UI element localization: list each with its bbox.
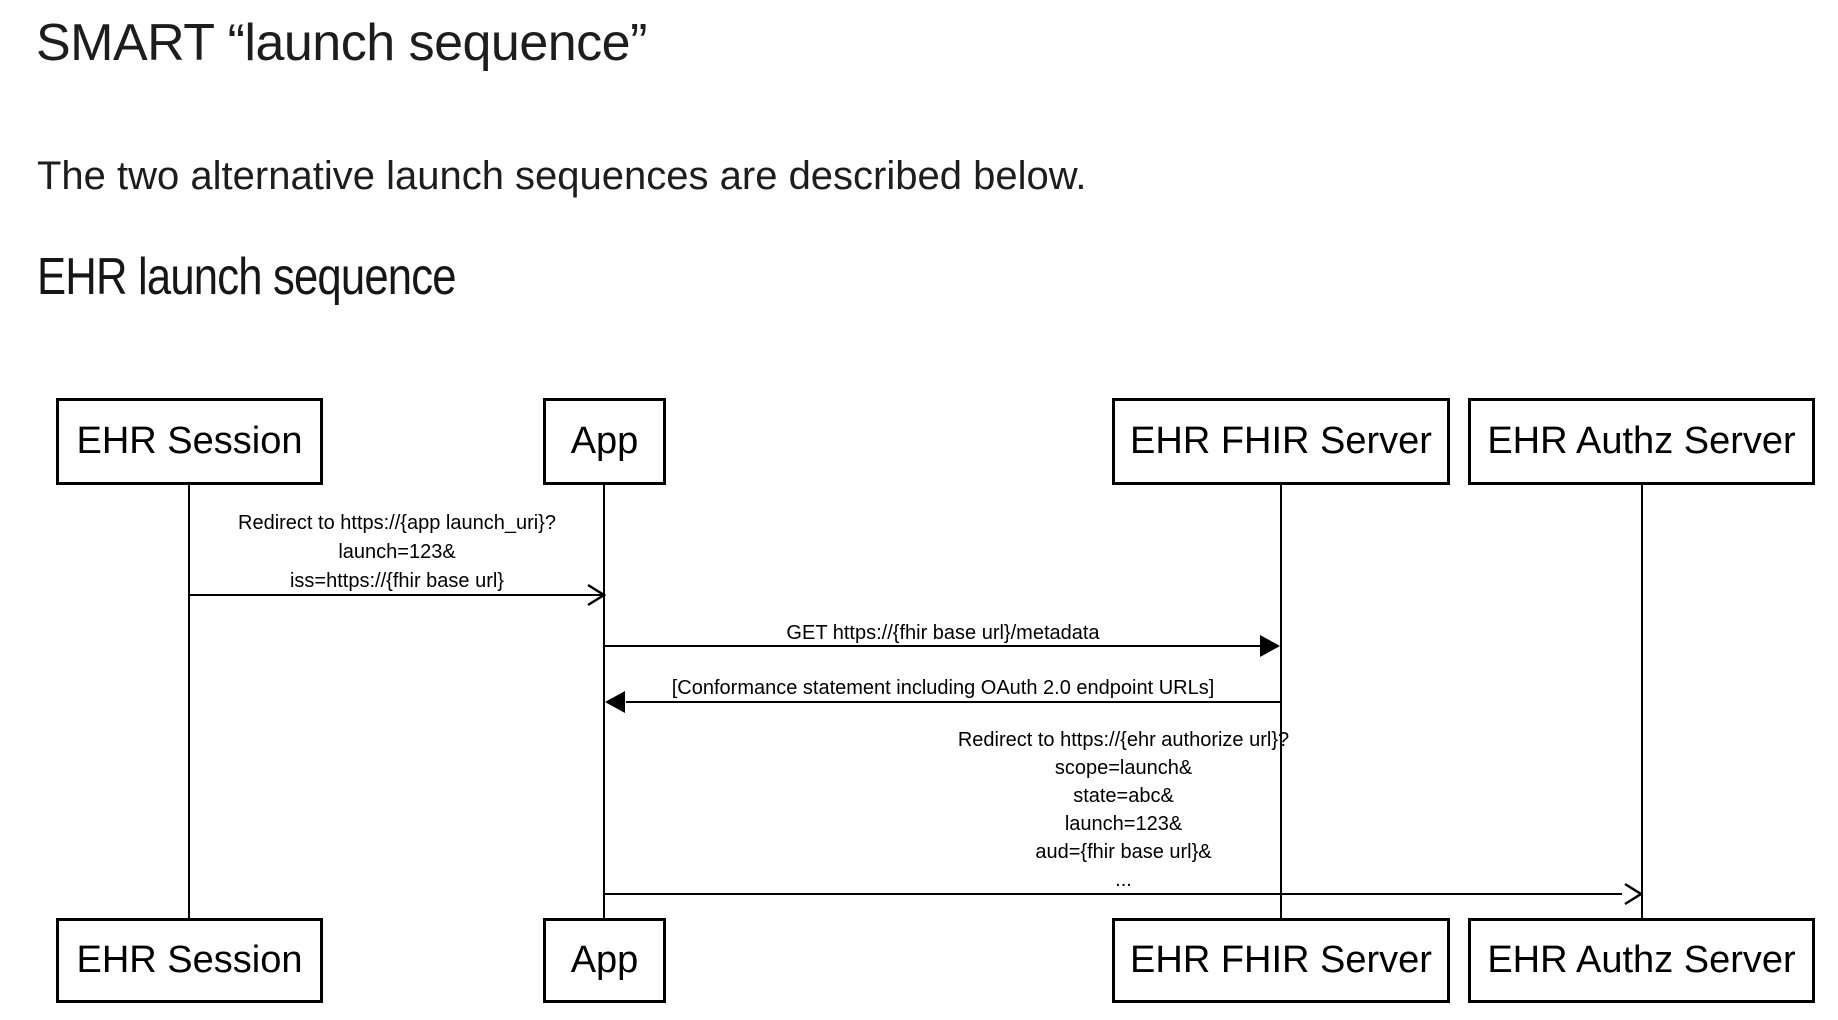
actor-box-ehr-fhir-server-top: EHR FHIR Server: [1112, 398, 1450, 485]
actor-box-ehr-session-bottom: EHR Session: [56, 918, 323, 1003]
actor-label: EHR FHIR Server: [1130, 420, 1432, 462]
actor-label: EHR FHIR Server: [1130, 939, 1432, 981]
message-4-line-6: ...: [1115, 869, 1132, 891]
actor-label: EHR Session: [76, 939, 303, 981]
section-heading-text: EHR launch sequence: [37, 248, 457, 306]
message-4-line-3: state=abc&: [1073, 785, 1174, 807]
message-2-line-1: GET https://{fhir base url}/metadata: [786, 622, 1100, 644]
message-4-arrow-line: [604, 893, 1622, 895]
message-4-line-5: aud={fhir base url}&: [1035, 841, 1212, 863]
actor-label: App: [570, 420, 639, 462]
lifeline-ehr-authz-server: [1641, 485, 1643, 918]
actor-label: EHR Authz Server: [1487, 420, 1796, 462]
message-1-arrow-line: [189, 594, 605, 596]
lifeline-ehr-session: [188, 485, 190, 918]
message-3-label: [Conformance statement including OAuth 2…: [605, 677, 1281, 699]
actor-box-app-top: App: [543, 398, 666, 485]
message-1-line-2: launch=123&: [338, 541, 456, 563]
message-1-label: Redirect to https://{app launch_uri}? la…: [190, 509, 604, 596]
message-4-line-2: scope=launch&: [1054, 757, 1193, 779]
arrowhead-open-right-icon: [1624, 882, 1644, 906]
actor-box-ehr-authz-server-top: EHR Authz Server: [1468, 398, 1815, 485]
actor-box-ehr-session-top: EHR Session: [56, 398, 323, 485]
arrowhead-filled-left-icon: [605, 691, 625, 713]
message-1-line-1: Redirect to https://{app launch_uri}?: [238, 512, 556, 534]
actor-box-app-bottom: App: [543, 918, 666, 1003]
actor-label: EHR Session: [76, 420, 303, 462]
message-1-line-3: iss=https://{fhir base url}: [289, 570, 504, 592]
arrowhead-open-right-icon: [587, 583, 607, 607]
page-title: SMART “launch sequence”: [36, 14, 647, 72]
message-4-line-1: Redirect to https://{ehr authorize url}?: [957, 729, 1290, 751]
lifeline-app: [603, 485, 605, 918]
actor-box-ehr-authz-server-bottom: EHR Authz Server: [1468, 918, 1815, 1003]
message-3-arrow-line: [626, 701, 1281, 703]
arrowhead-filled-right-icon: [1260, 635, 1280, 657]
actor-label: EHR Authz Server: [1487, 939, 1796, 981]
message-2-arrow-line: [604, 645, 1262, 647]
section-heading: EHR launch sequence: [37, 251, 535, 303]
actor-label: App: [570, 939, 639, 981]
message-4-line-4: launch=123&: [1064, 813, 1183, 835]
intro-paragraph: The two alternative launch sequences are…: [37, 154, 1087, 198]
message-3-line-1: [Conformance statement including OAuth 2…: [671, 677, 1215, 699]
message-2-label: GET https://{fhir base url}/metadata: [605, 622, 1281, 644]
message-4-label: Redirect to https://{ehr authorize url}?…: [605, 726, 1642, 894]
actor-box-ehr-fhir-server-bottom: EHR FHIR Server: [1112, 918, 1450, 1003]
lifeline-ehr-fhir-server: [1280, 485, 1282, 918]
